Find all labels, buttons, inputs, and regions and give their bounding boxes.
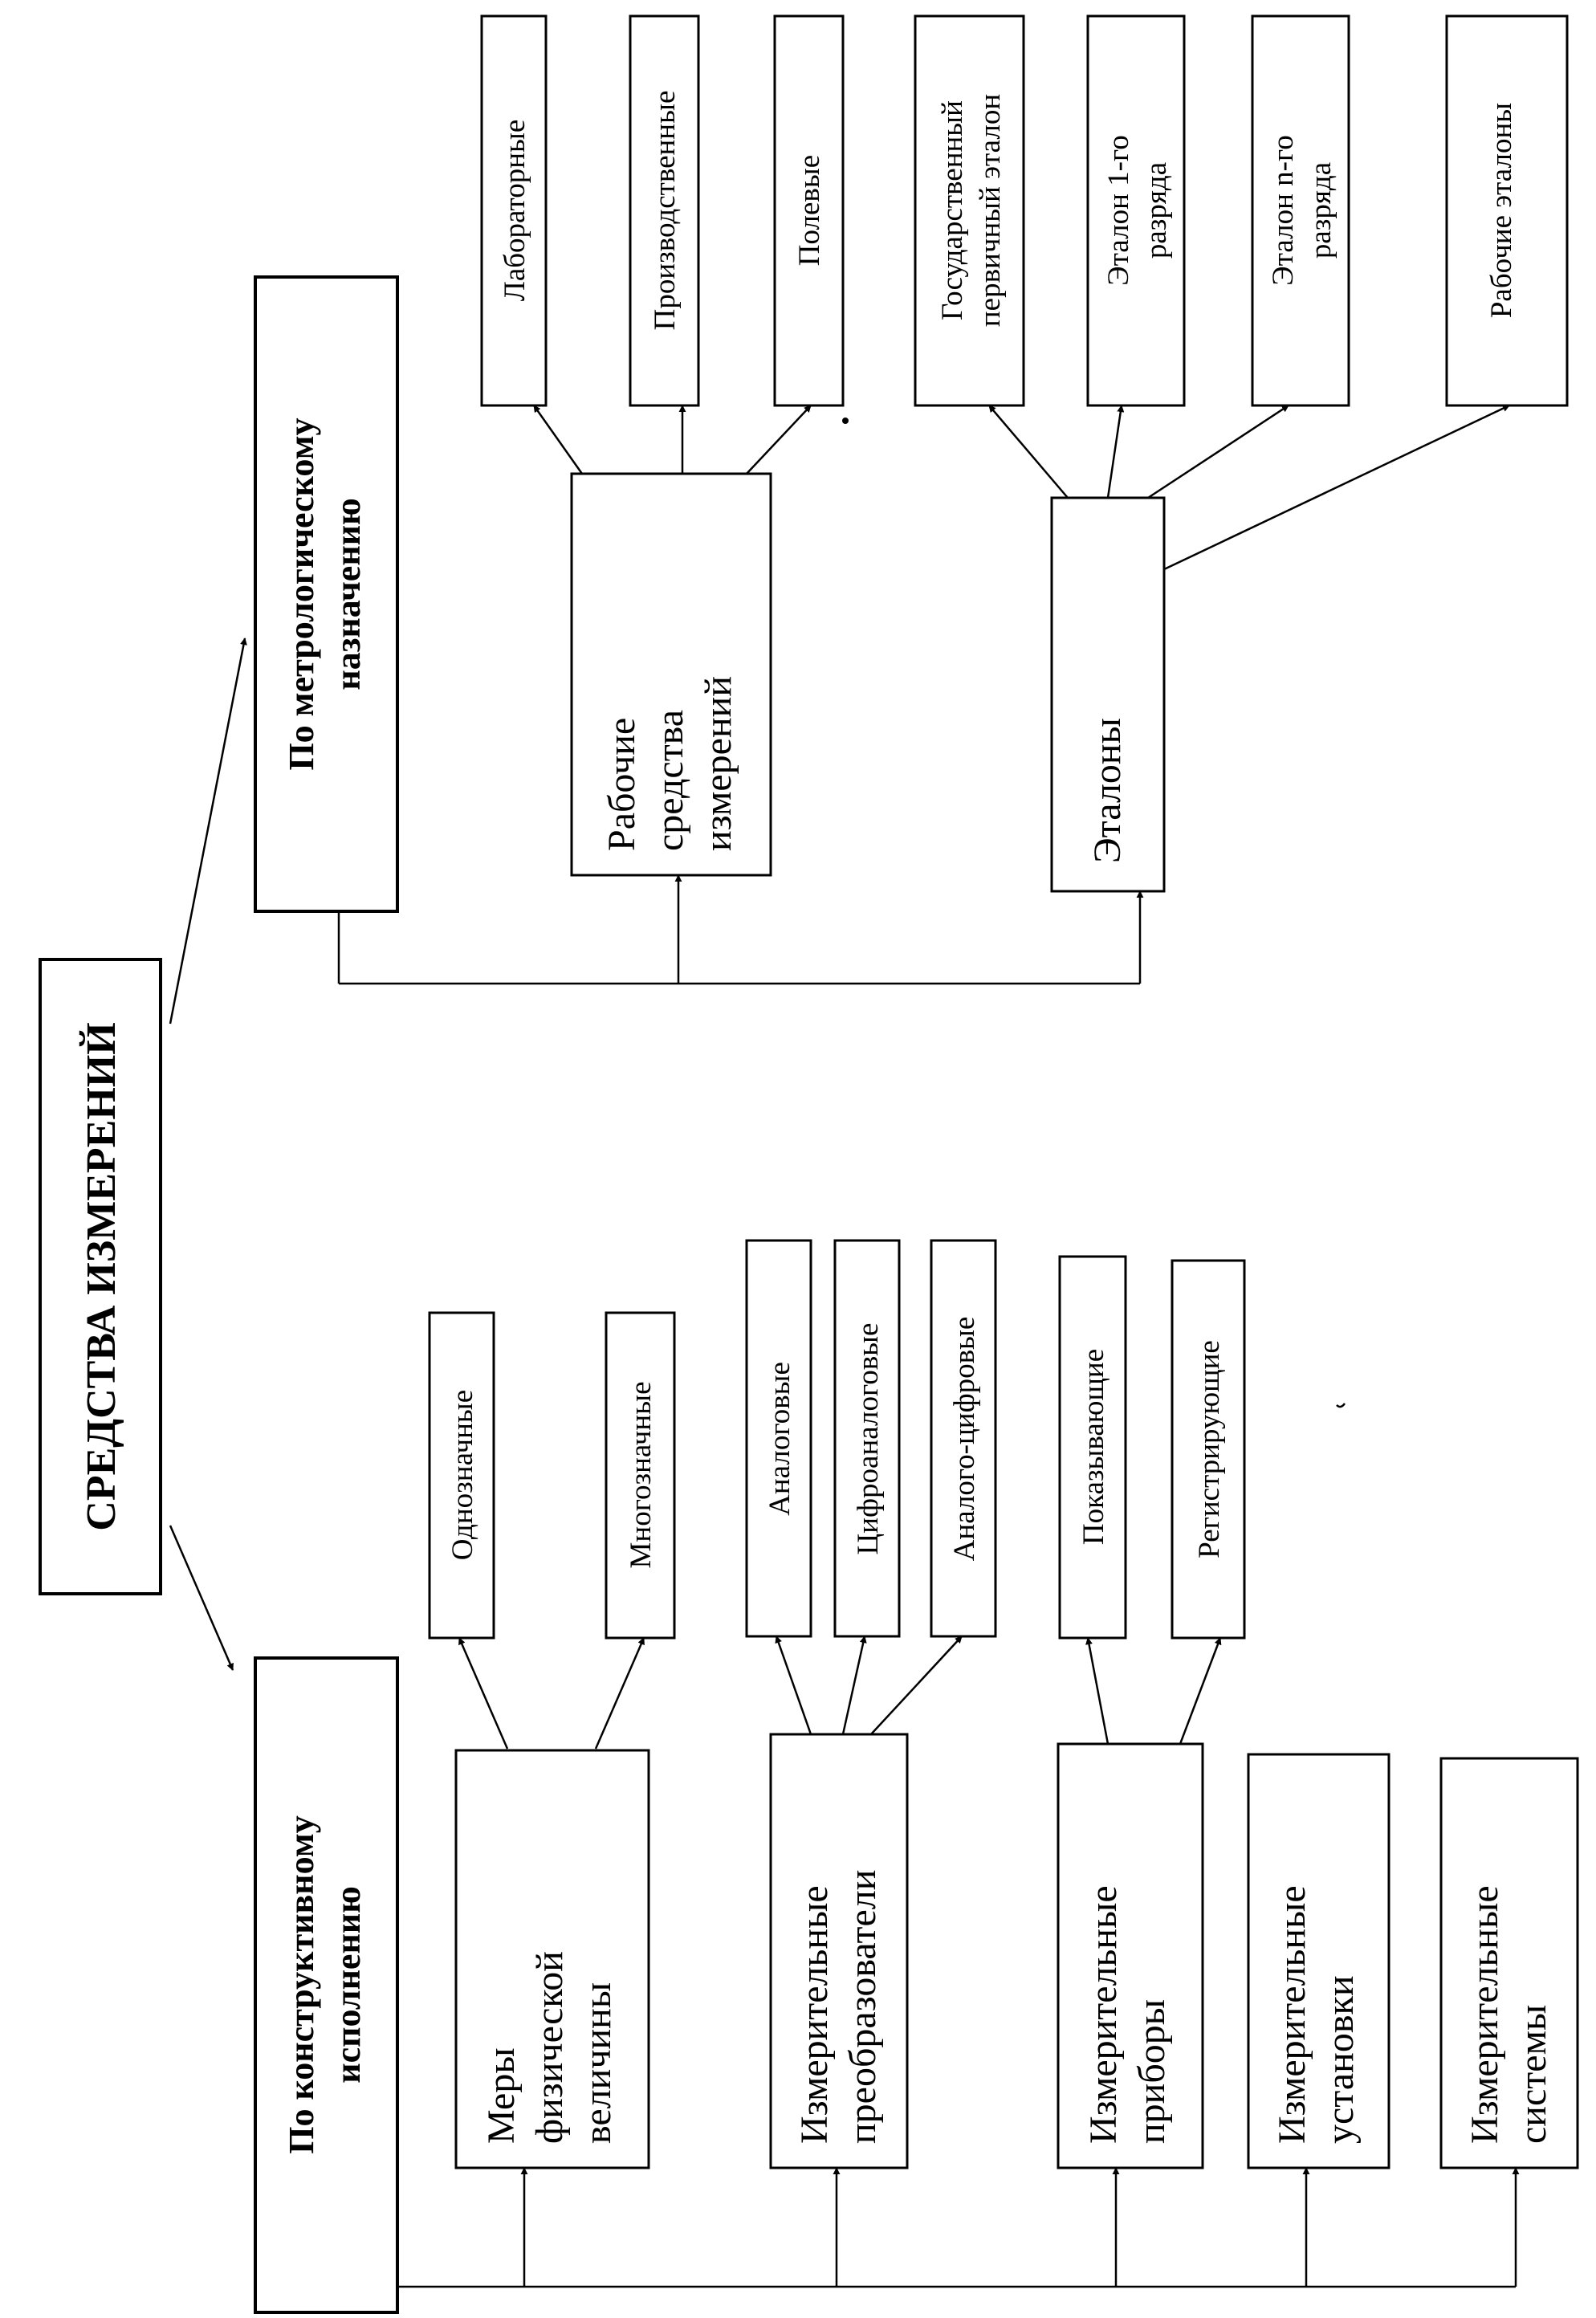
systems-label-line1: Измерительные (1464, 1885, 1506, 2144)
analog-label: Аналоговые (763, 1362, 796, 1516)
metrological-branch-line1: По метрологическому (282, 418, 321, 770)
converters-box (769, 1733, 909, 2169)
standards-to-state-primary-arrow (988, 405, 1069, 499)
measures-box (454, 1749, 650, 2169)
instruments-label-line1: Измерительные (1082, 1885, 1125, 2144)
systems-box (1439, 1757, 1579, 2169)
standards-to-standard-1-arrow (1106, 405, 1125, 499)
converters-label-line1: Измерительные (793, 1885, 836, 2144)
converters-to-digital-analog-arrow (841, 1636, 867, 1735)
root-title: СРЕДСТВА ИЗМЕРЕНИЙ (79, 1022, 124, 1530)
single-valued-label: Однозначные (446, 1390, 479, 1560)
recording-label: Регистрирующие (1193, 1340, 1226, 1558)
constructive-branch-box (254, 1656, 399, 2314)
standard-n-label-line1: Эталон n-го (1267, 135, 1300, 285)
analog-digital-label: Аналого-цифровые (948, 1317, 981, 1562)
installations-label-line1: Измерительные (1271, 1885, 1313, 2144)
state-primary-label-line2: первичный эталон (974, 94, 1007, 327)
measures-to-multi-arrow (594, 1637, 645, 1750)
working-means-label-line1: Рабочие (601, 718, 643, 851)
metrological-branch-line2: назначению (328, 498, 368, 690)
root-to-metrological-arrow (169, 638, 247, 1025)
standard-1-box (1086, 14, 1186, 407)
working-means-label-line2: средства (649, 710, 691, 851)
working-means-box (570, 472, 772, 877)
converters-to-analog-digital-arrow (870, 1636, 963, 1735)
systems-label-line2: системы (1512, 2005, 1554, 2144)
standards-to-standard-n-arrow (1147, 404, 1289, 499)
working-standards-label: Рабочие эталоны (1485, 103, 1518, 318)
installations-box (1247, 1753, 1390, 2169)
working-means-label-line3: измерений (697, 676, 739, 851)
standard-1-label-line1: Эталон 1-го (1102, 135, 1135, 285)
working-to-field-arrow (746, 405, 812, 475)
root-to-constructive-arrow (169, 1525, 234, 1671)
boxes (39, 14, 1579, 2314)
instruments-to-recording-arrow (1179, 1637, 1222, 1745)
multi-valued-label: Многозначные (625, 1381, 658, 1568)
scan-speck (842, 418, 849, 424)
root-box (39, 958, 162, 1595)
constructive-branch-line2: исполнению (328, 1886, 368, 2084)
laboratory-label: Лабораторные (499, 120, 531, 302)
standard-1-label-line2: разряда (1140, 162, 1173, 259)
converters-to-analog-arrow (775, 1636, 812, 1735)
measures-to-single-arrow (458, 1637, 509, 1750)
measures-label-line2: физической (528, 1951, 571, 2144)
instruments-label-line2: приборы (1130, 1999, 1173, 2144)
working-standards-box (1445, 14, 1569, 407)
standards-to-working-standards-arrow (1162, 404, 1510, 572)
recording-box (1171, 1259, 1246, 1640)
standards-box (1050, 496, 1166, 893)
instruments-to-indicating-arrow (1085, 1637, 1109, 1745)
standard-n-label-line2: разряда (1305, 162, 1337, 259)
field-label: Полевые (793, 155, 826, 266)
working-to-laboratory-arrow (532, 405, 584, 475)
multi-valued-box (605, 1311, 676, 1640)
single-valued-box (428, 1311, 495, 1640)
digital-analog-label: Цифроаналоговые (852, 1323, 885, 1555)
analog-box (745, 1239, 812, 1638)
instruments-box (1057, 1742, 1204, 2169)
indicating-box (1058, 1255, 1127, 1640)
analog-digital-box (930, 1239, 997, 1638)
production-box (629, 14, 700, 407)
installations-label-line2: установки (1319, 1975, 1362, 2144)
state-primary-box (914, 14, 1025, 407)
standards-label: Эталоны (1086, 718, 1129, 863)
state-primary-label-line1: Государственный (936, 100, 969, 320)
connectors (169, 404, 1520, 2288)
standard-n-box (1251, 14, 1350, 407)
constructive-branch-line1: По конструктивному (282, 1815, 321, 2153)
scan-mark (1336, 1403, 1346, 1408)
measures-label-line1: Меры (480, 2047, 523, 2144)
digital-analog-box (833, 1239, 901, 1638)
measures-label-line3: величины (576, 1982, 619, 2144)
production-label: Производственные (649, 91, 682, 331)
laboratory-box (480, 14, 548, 407)
field-box (773, 14, 845, 407)
indicating-label: Показывающие (1077, 1349, 1110, 1545)
converters-label-line2: преобразователи (841, 1870, 884, 2144)
labels: СРЕДСТВА ИЗМЕРЕНИЙ По конструктивному ис… (79, 91, 1554, 2154)
metrological-branch-box (254, 275, 399, 913)
